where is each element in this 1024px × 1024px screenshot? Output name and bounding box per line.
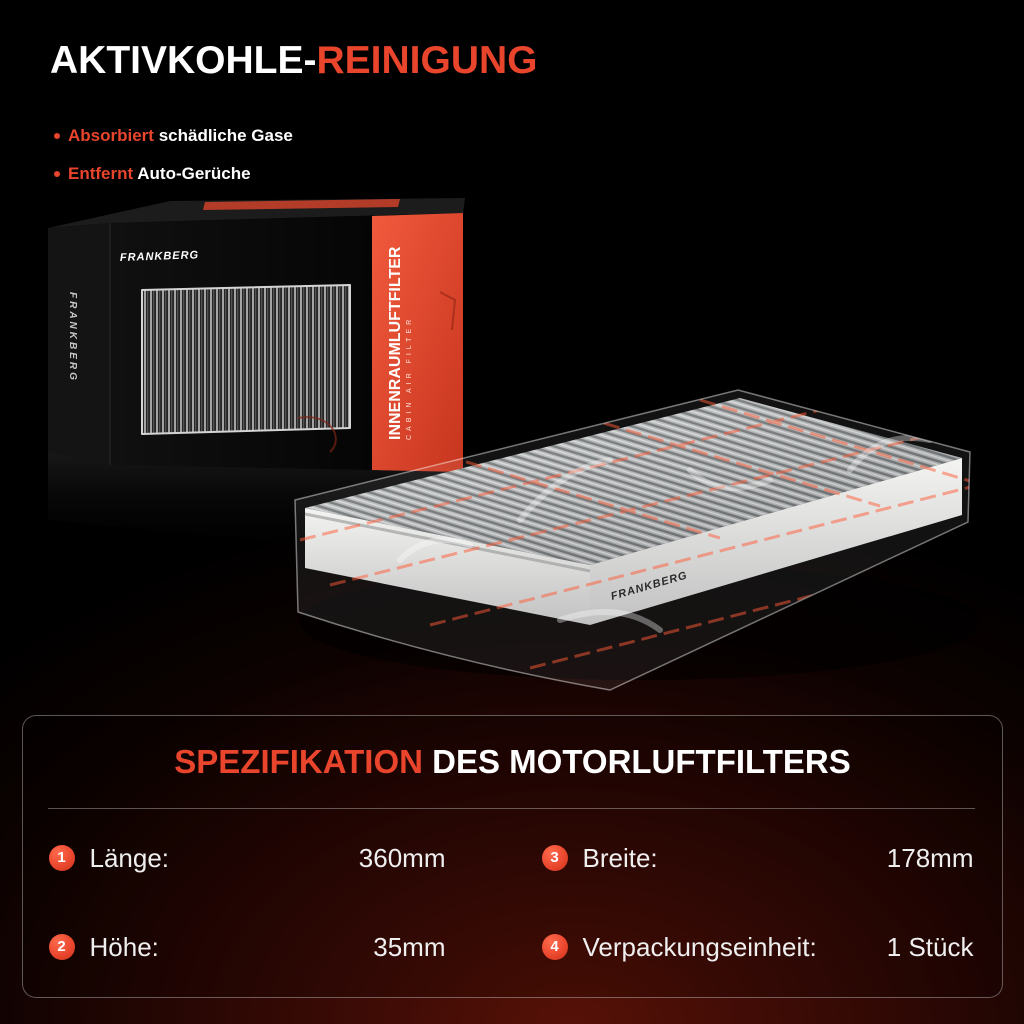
spec-item-packaging-unit: 4 Verpackungseinheit: 1 Stück [541, 930, 974, 964]
product-scene: FRANKBERG FRANKBERG INNENRAUMLUFTFILTER … [48, 198, 980, 691]
spec-label: Verpackungseinheit: [582, 931, 817, 962]
headline-part-1: AKTIVKOHLE- [50, 39, 317, 82]
filter-surface-shade [305, 398, 962, 565]
headline-part-2: REINIGUNG [316, 39, 538, 82]
box-filter-illustration [141, 284, 351, 435]
benefit-highlight: Entfernt [68, 164, 134, 183]
number-badge-icon: 1 [48, 844, 75, 871]
spec-label: Höhe: [89, 931, 159, 962]
benefit-item: Absorbiert schädliche Gase [52, 126, 293, 146]
spec-value: 360mm [358, 842, 446, 873]
benefit-rest: Auto-Gerüche [137, 164, 251, 183]
box-panel-decor [439, 291, 457, 331]
spec-item-length: 1 Länge: 360mm [48, 841, 446, 875]
spec-value: 178mm [886, 842, 974, 873]
bullet-dot-icon [54, 133, 60, 139]
filter-end-face [305, 508, 590, 625]
box-top-stripe [203, 199, 400, 210]
box-end-brand-logo: FRANKBERG [67, 292, 78, 383]
benefit-text: Entfernt Auto-Gerüche [68, 164, 251, 184]
spec-label: Länge: [89, 842, 170, 873]
number-badge-icon: 2 [48, 933, 75, 960]
spec-title: SPEZIFIKATION DES MOTORLUFTFILTERS [23, 742, 1002, 782]
benefit-rest: schädliche Gase [158, 126, 293, 145]
box-decor-curve [297, 416, 337, 453]
benefit-highlight: Absorbiert [68, 126, 154, 145]
spec-title-highlight: SPEZIFIKATION [174, 743, 423, 780]
box-brand-logo: FRANKBERG [120, 249, 200, 264]
spec-value: 35mm [373, 931, 446, 962]
spec-title-rest: DES MOTORLUFTFILTERS [432, 743, 851, 780]
spec-panel: SPEZIFIKATION DES MOTORLUFTFILTERS 1 Län… [22, 715, 1003, 998]
plastic-wrap-outline [294, 389, 971, 691]
box-panel-label: INNENRAUMLUFTFILTER [387, 246, 404, 440]
number-badge-icon: 3 [541, 844, 568, 871]
filter-end-edge [304, 512, 591, 573]
spec-label: Breite: [582, 842, 658, 873]
benefit-list: Absorbiert schädliche Gase Entfernt Auto… [52, 126, 293, 202]
number-badge-icon: 4 [541, 933, 568, 960]
box-end-face [48, 223, 110, 465]
benefit-item: Entfernt Auto-Gerüche [52, 164, 293, 184]
bullet-dot-icon [54, 171, 60, 177]
box-panel-sublabel: CABIN AIR FILTER [406, 316, 413, 440]
headline: AKTIVKOHLE-REINIGUNG [50, 41, 538, 80]
spec-value: 1 Stück [886, 931, 974, 962]
benefit-text: Absorbiert schädliche Gase [68, 126, 293, 146]
cabin-air-filter: FRANKBERG [294, 389, 980, 691]
spec-item-width: 3 Breite: 178mm [541, 841, 974, 875]
filter-side-face [590, 458, 962, 625]
spec-divider [47, 807, 975, 809]
box-label-panel [372, 213, 463, 472]
spec-item-height: 2 Höhe: 35mm [48, 930, 446, 964]
